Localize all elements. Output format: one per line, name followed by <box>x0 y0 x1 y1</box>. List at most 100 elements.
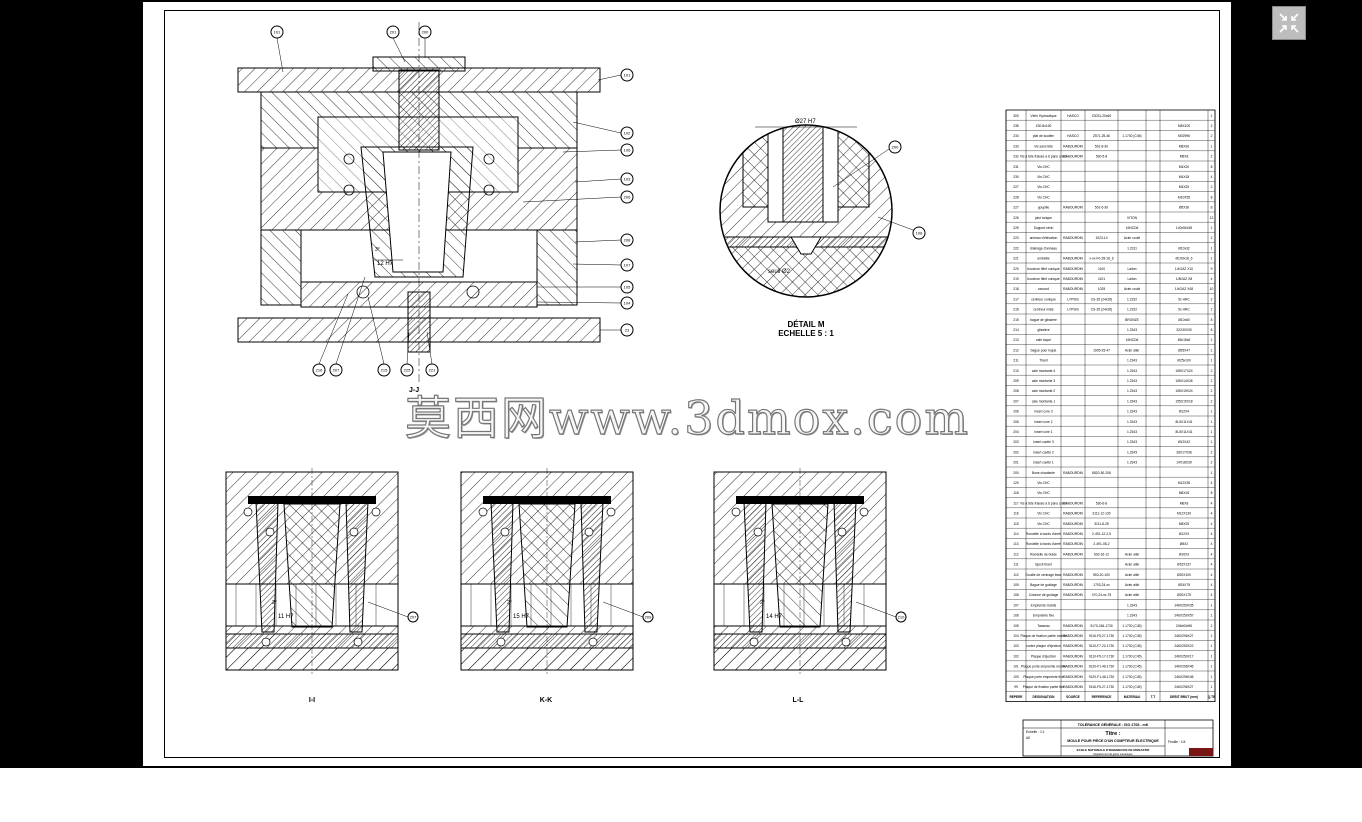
bom-cell: 9116-F5-27-1730 <box>1089 634 1114 638</box>
bom-cell: RABOURDIN <box>1063 144 1083 148</box>
bom-cell: Ø100x18_6 <box>1175 257 1192 261</box>
bom-cell: 1.2343 <box>1127 328 1137 332</box>
bom-cell: 1.2343 <box>1127 440 1137 444</box>
section-view-3: 14 H72°210 <box>713 468 907 674</box>
bom-cell: Vis CHC <box>1037 491 1050 495</box>
scale-text: Echelle : 1:1 <box>1026 730 1045 734</box>
bom-cell: 1.2343 <box>1127 399 1137 403</box>
bom-cell: M8X100 <box>1178 124 1190 128</box>
bom-cell: 6820-50-206 <box>1092 471 1111 475</box>
bom-cell: 1.2343 <box>1127 614 1137 618</box>
bom-header-cell: SOURCE <box>1066 695 1080 699</box>
bom-cell: 8 <box>1211 318 1213 322</box>
bom-cell: 3111-12-130 <box>1092 512 1110 516</box>
bom-cell: BRONZE <box>1125 318 1140 322</box>
bom-cell: 8 <box>1211 328 1213 332</box>
bom-header-cell: DEBIT BRUT (mm) <box>1170 695 1198 699</box>
bom-cell: 155X14X26 <box>1175 379 1192 383</box>
bom-cell: centreur conique <box>1031 297 1056 301</box>
view-label-ii: I-I <box>309 697 315 704</box>
bom-cell: HASCO <box>1067 134 1079 138</box>
bom-cell: Vis CHC <box>1037 195 1050 199</box>
bom-cell: 530-5-8 <box>1096 155 1108 159</box>
bom-cell: x-xx-F0-28-18_6 <box>1089 257 1113 261</box>
bom-cell: 1.1730 (C45) <box>1122 665 1141 669</box>
bom-cell: Ø12X3 <box>1179 532 1189 536</box>
bom-cell: RABOURDIN <box>1063 593 1083 597</box>
bom-cell: RABOURDIN <box>1063 532 1083 536</box>
department-name: Département de génie mécanique <box>1093 752 1133 756</box>
bom-cell: 1100 <box>1098 267 1105 271</box>
bom-cell: 1 <box>1211 665 1213 669</box>
bom-cell: 1 <box>1211 644 1213 648</box>
bom-cell: Z3031-20x60 <box>1092 114 1112 118</box>
bom-cell: 1.1730 (C45) <box>1122 675 1141 679</box>
bom-cell: 28X17X36 <box>1176 450 1192 454</box>
detail-m: Ø27 H7 seuil Ø2 200 108 DÉTAIL M ECHELLE… <box>719 119 926 338</box>
bom-cell: goupille <box>1038 206 1050 210</box>
sheet-text: Feuille : 1/4 <box>1168 740 1186 744</box>
bom-cell: 1.2343 <box>1127 430 1137 434</box>
bom-cell: 219 <box>1013 277 1019 281</box>
bom-cell: 553-20-100 <box>1093 573 1110 577</box>
callout-right-6: 208 <box>624 238 631 243</box>
callout-bottom-3: 215 <box>381 368 388 373</box>
bom-cell: 9110-F7-22-1730 <box>1089 644 1114 648</box>
bom-cell: 203 <box>1013 440 1019 444</box>
bom-cell: Vis CHC <box>1037 481 1050 485</box>
bom-cell: RABOURDIN <box>1063 512 1083 516</box>
callout-right-4: 103 <box>624 177 631 182</box>
bom-cell: 206 <box>1013 410 1019 414</box>
bom-cell: 4 <box>1211 542 1213 546</box>
drawing-sheet: 12 H7 3° J-J 101 201 200 101 102 106 103… <box>143 2 1231 766</box>
fullscreen-toggle-button[interactable] <box>1272 6 1306 40</box>
bom-cell: 202 <box>1013 450 1019 454</box>
bom-cell: 211 <box>1013 359 1018 363</box>
bom-cell: Vis à tête fraisée à 6 pans creux <box>1020 155 1067 159</box>
bom-cell: 230 <box>1013 175 1019 179</box>
bom-cell: Acier allié <box>1125 348 1139 352</box>
bom-cell: 1 <box>1211 420 1213 424</box>
bom-cell: 113 <box>1013 542 1018 546</box>
bom-cell: 1 <box>1211 410 1213 414</box>
bom-cell: 12 <box>1210 216 1214 220</box>
bom-cell: 8 <box>1211 195 1213 199</box>
bom-cell: 603-16-12 <box>1094 552 1109 556</box>
bom-cell: 1703-24-xx <box>1093 583 1110 587</box>
bom-cell: 209 <box>1013 379 1019 383</box>
bom-cell: RABOURDIN <box>1063 665 1083 669</box>
bom-cell: M12X130 <box>1177 512 1191 516</box>
bom-cell: 1/4GAZ X48 <box>1175 287 1193 291</box>
bom-cell: 246X250X35 <box>1174 603 1193 607</box>
school-name: ECOLE NATIONALE D'INGENIEURS DE MONASTIR <box>1077 748 1150 752</box>
bom-cell: 4 <box>1211 522 1213 526</box>
bom-cell: 246X250X22 <box>1174 644 1193 648</box>
bom-cell: 227 <box>1013 206 1019 210</box>
bom-cell: Ø10x60 <box>1178 318 1190 322</box>
bom-cell: Acier coulé <box>1124 287 1140 291</box>
bom-cell: RABOURDIN <box>1063 573 1083 577</box>
bom-cell: 102 <box>1013 654 1019 658</box>
bom-cell: 225 <box>1013 226 1019 230</box>
bom-cell: 4 <box>1211 175 1213 179</box>
bom-cell: bouchon filtré conique <box>1027 267 1059 271</box>
callout-top-2: 201 <box>390 30 397 35</box>
bom-cell: 1.1730 (C45) <box>1122 685 1141 689</box>
